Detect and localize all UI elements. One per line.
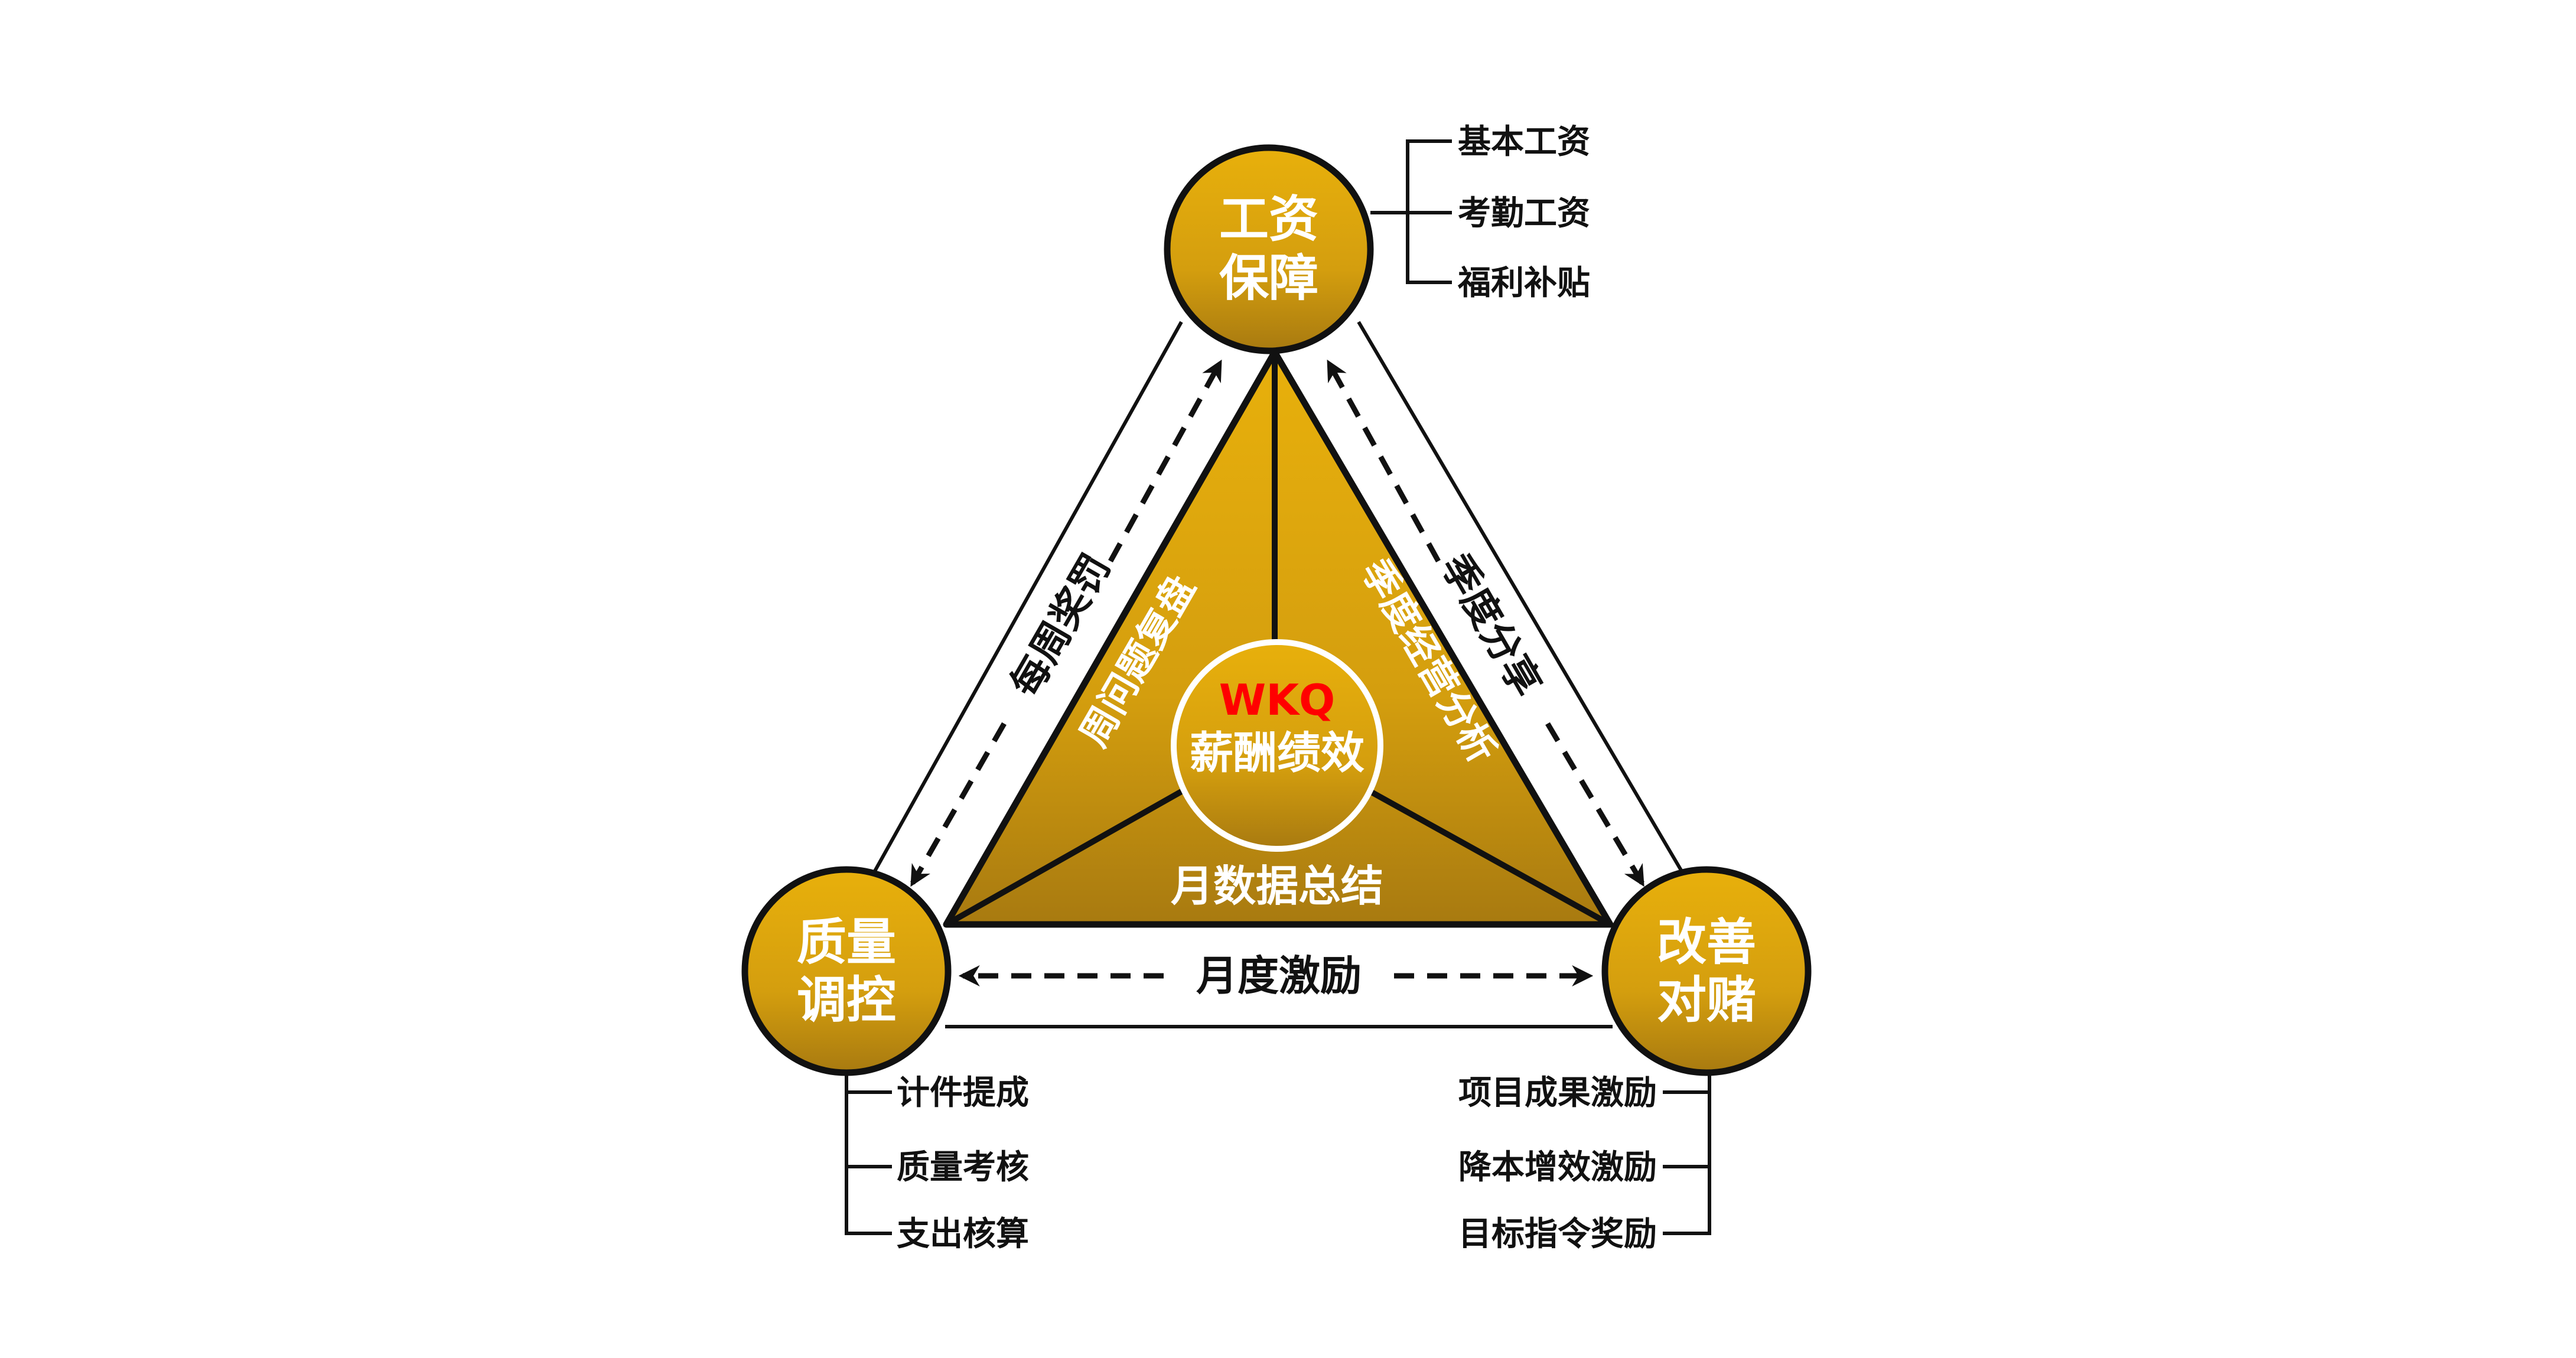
- svg-text:工资: 工资: [1219, 190, 1318, 248]
- node-top: 工资 保障: [1164, 144, 1374, 354]
- inner-triangle: [943, 349, 1614, 928]
- svg-text:保障: 保障: [1219, 249, 1318, 307]
- list-item: 基本工资: [1458, 123, 1590, 161]
- node-right: 改善 对赌: [1601, 866, 1812, 1076]
- list-top: 基本工资 考勤工资 福利补贴: [1457, 123, 1590, 302]
- arrow-right: [1327, 359, 1441, 563]
- center-brand: WKQ: [1219, 675, 1335, 725]
- list-item: 福利补贴: [1457, 264, 1590, 302]
- list-left: 计件提成 质量考核 支出核算: [897, 1074, 1029, 1253]
- arrow-left: [1108, 359, 1222, 563]
- list-item: 项目成果激励: [1458, 1074, 1657, 1112]
- list-right: 项目成果激励 降本增效激励 目标指令奖励: [1458, 1074, 1657, 1253]
- list-item: 计件提成: [897, 1074, 1029, 1112]
- svg-text:质量: 质量: [797, 913, 896, 971]
- inner-label-bottom: 月数据总结: [1171, 861, 1383, 911]
- list-brackets: [845, 139, 1711, 1235]
- svg-text:改善: 改善: [1657, 913, 1756, 971]
- node-left: 质量 调控: [741, 866, 952, 1076]
- list-item: 质量考核: [897, 1148, 1029, 1187]
- svg-text:调控: 调控: [797, 971, 896, 1029]
- svg-text:对赌: 对赌: [1657, 971, 1756, 1029]
- center-title: 薪酬绩效: [1190, 728, 1364, 779]
- edge-label-bottom: 月度激励: [1196, 952, 1362, 1000]
- outer-frame: [871, 321, 1685, 1028]
- list-item: 考勤工资: [1458, 194, 1590, 233]
- center-circle: [1171, 639, 1383, 852]
- dashed-arrows: [910, 359, 1644, 986]
- list-item: 降本增效激励: [1458, 1148, 1657, 1187]
- list-item: 目标指令奖励: [1458, 1215, 1657, 1253]
- list-item: 支出核算: [897, 1215, 1029, 1253]
